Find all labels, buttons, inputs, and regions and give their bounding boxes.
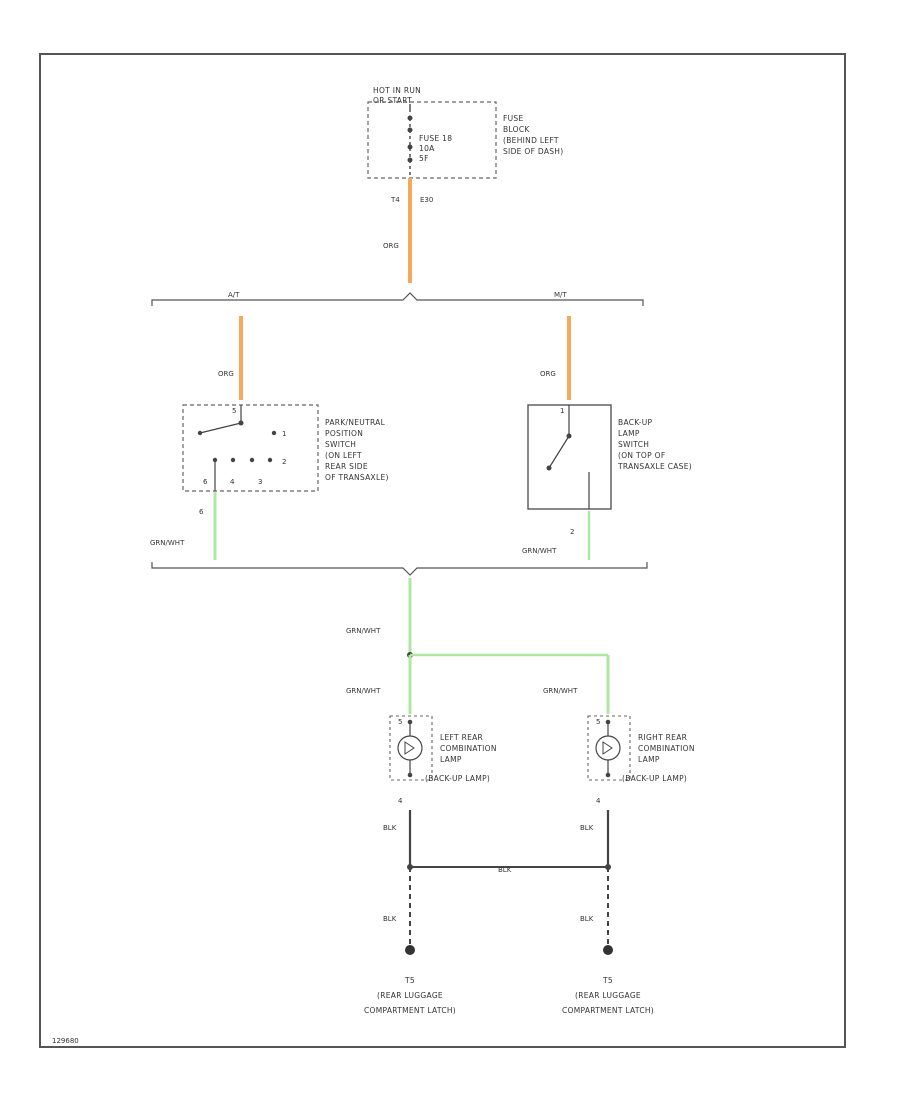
pnp-contact-right xyxy=(271,430,277,436)
left-lamp-pin-top: 5 xyxy=(398,718,402,726)
right-lamp-outline xyxy=(587,715,631,781)
backup-pin-top: 1 xyxy=(560,407,564,415)
backup-label-1: BACK-UP xyxy=(618,418,653,427)
grn-wire-right-label: GRN/WHT xyxy=(543,687,578,695)
left-lamp-node-bottom xyxy=(407,772,413,778)
left-ground-label-1: (REAR LUGGAGE xyxy=(377,991,443,1000)
backup-switch: 1 BACK-UP LAMP SWITCH (ON TOP OF TRANSAX… xyxy=(527,404,692,510)
blk-wire-cross-label: BLK xyxy=(498,866,512,874)
left-ground-id: T5 xyxy=(404,976,415,985)
hot-label-1: HOT IN RUN xyxy=(373,86,421,95)
grn-wire-left-label: GRN/WHT xyxy=(346,687,381,695)
hot-label-2: OR START xyxy=(373,96,412,105)
pnp-label-4: (ON LEFT xyxy=(325,451,362,460)
right-ground: T5 (REAR LUGGAGE COMPARTMENT LATCH) xyxy=(562,945,654,1015)
left-ground: T5 (REAR LUGGAGE COMPARTMENT LATCH) xyxy=(364,945,456,1015)
right-lamp: 5 RIGHT REAR COMBINATION LAMP (BACK-UP L… xyxy=(587,715,695,783)
org-wire-pnp-label: ORG xyxy=(218,370,234,378)
left-ground-label-2: COMPARTMENT LATCH) xyxy=(364,1006,456,1015)
org-wire-main-label: ORG xyxy=(383,242,399,250)
grn-wire-backup-label: GRN/WHT xyxy=(522,547,557,555)
right-lamp-label-4: (BACK-UP LAMP) xyxy=(622,774,687,783)
fuse-block-label-4: SIDE OF DASH) xyxy=(503,147,563,156)
fuse-block: HOT IN RUN OR START FUSE 18 10A 5F FUSE … xyxy=(367,86,563,204)
right-ground-id: T5 xyxy=(602,976,613,985)
branch-mt-label: M/T xyxy=(554,291,567,299)
pnp-contact-b xyxy=(230,457,236,463)
blk-wire-left-ground-label: BLK xyxy=(383,915,397,923)
switch-contact-icon xyxy=(199,422,242,434)
pnp-pin-bottom-left: 6 xyxy=(203,478,208,486)
branch-bracket-top xyxy=(151,292,644,306)
pnp-contact-pivot xyxy=(197,430,203,436)
branch-at-label: A/T xyxy=(228,291,240,299)
left-lamp-label-1: LEFT REAR xyxy=(440,733,483,742)
pnp-label-1: PARK/NEUTRAL xyxy=(325,418,386,427)
pnp-label-3: SWITCH xyxy=(325,440,356,449)
org-wire-backup-label: ORG xyxy=(540,370,556,378)
right-ground-label-1: (REAR LUGGAGE xyxy=(575,991,641,1000)
fuse-label-1: FUSE 18 xyxy=(419,134,452,143)
pnp-label-2: POSITION xyxy=(325,429,363,438)
pnp-pin-bottom-right: 3 xyxy=(258,478,262,486)
grn-wire-main-label: GRN/WHT xyxy=(346,627,381,635)
right-lamp-label-1: RIGHT REAR xyxy=(638,733,687,742)
bulb-icon xyxy=(397,735,423,761)
ground-icon xyxy=(603,945,613,955)
fuse-pin-b: E30 xyxy=(420,196,433,204)
left-lamp-pin-bottom: 4 xyxy=(398,797,403,805)
branch-bracket-bottom xyxy=(151,562,648,576)
fuse-label-2: 10A xyxy=(419,144,435,153)
left-lamp: 5 LEFT REAR COMBINATION LAMP (BACK-UP LA… xyxy=(389,715,497,783)
pnp-contact-c xyxy=(249,457,255,463)
right-ground-label-2: COMPARTMENT LATCH) xyxy=(562,1006,654,1015)
footer-code: 129680 xyxy=(52,1037,79,1045)
blk-wire-right-ground-label: BLK xyxy=(580,915,594,923)
left-lamp-label-2: COMBINATION xyxy=(440,744,497,753)
pnp-contact-d xyxy=(267,457,273,463)
backup-contact-bottom xyxy=(546,465,552,471)
backup-pin-bottom: 2 xyxy=(570,528,574,536)
backup-label-2: LAMP xyxy=(618,429,640,438)
right-lamp-pin-top: 5 xyxy=(596,718,600,726)
right-lamp-label-2: COMBINATION xyxy=(638,744,695,753)
left-lamp-outline xyxy=(389,715,433,781)
pnp-pin-mid: 2 xyxy=(282,458,286,466)
backup-label-5: TRANSAXLE CASE) xyxy=(617,462,692,471)
pnp-pin-right: 1 xyxy=(282,430,286,438)
grn-wire-pnp-label: GRN/WHT xyxy=(150,539,185,547)
fuse-block-label-1: FUSE xyxy=(503,114,524,123)
pnp-label-5: REAR SIDE xyxy=(325,462,368,471)
fuse-pin-a: T4 xyxy=(390,196,400,204)
backup-label-4: (ON TOP OF xyxy=(618,451,665,460)
fuse-block-outline xyxy=(367,101,497,179)
pnp-switch-outline xyxy=(182,404,319,492)
pnp-label-6: OF TRANSAXLE) xyxy=(325,473,389,482)
fuse-block-label-3: (BEHIND LEFT xyxy=(503,136,559,145)
right-lamp-label-3: LAMP xyxy=(638,755,660,764)
pnp-pin-out: 6 xyxy=(199,508,204,516)
blk-wire-left-label: BLK xyxy=(383,824,397,832)
left-lamp-label-3: LAMP xyxy=(440,755,462,764)
bulb-icon xyxy=(595,735,621,761)
right-lamp-pin-bottom: 4 xyxy=(596,797,601,805)
backup-label-3: SWITCH xyxy=(618,440,649,449)
pnp-pin-bottom-mid: 4 xyxy=(230,478,235,486)
left-lamp-label-4: (BACK-UP LAMP) xyxy=(425,774,490,783)
pnp-switch: 5 1 2 6 4 3 PARK/NEUTRAL POSITION SWITCH… xyxy=(182,404,389,492)
ground-icon xyxy=(405,945,415,955)
switch-contact-icon xyxy=(548,435,570,469)
fuse-label-3: 5F xyxy=(419,154,429,163)
blk-wire-right-label: BLK xyxy=(580,824,594,832)
diagram-frame xyxy=(39,53,846,1048)
pnp-pin-top: 5 xyxy=(232,407,236,415)
fuse-node-2 xyxy=(407,144,413,150)
right-lamp-node-bottom xyxy=(605,772,611,778)
fuse-block-label-2: BLOCK xyxy=(503,125,530,134)
